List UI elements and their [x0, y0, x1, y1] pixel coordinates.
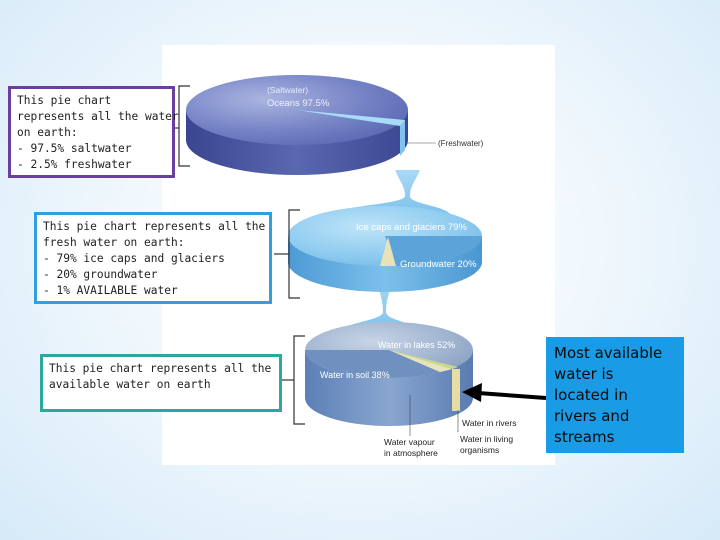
note-all-water-line: represents all the water [17, 110, 179, 123]
note-fresh-water-line: - 20% groundwater [43, 268, 158, 281]
note-all-water-line: This pie chart [17, 94, 112, 107]
note-available-water-line: available water on earth [49, 378, 211, 391]
top-pie-freshwater-slice [297, 110, 405, 126]
note-all-water-line: on earth: [17, 126, 78, 139]
note-all-water-line: - 97.5% saltwater [17, 142, 132, 155]
note-all-water: This pie chart represents all the water … [8, 86, 179, 178]
label-ice-caps: Ice caps and glaciers 79% [356, 222, 467, 233]
label-living-line2: organisms [460, 445, 499, 455]
callout-line: located in [554, 386, 628, 404]
label-groundwater: Groundwater 20% [400, 259, 477, 270]
label-saltwater-tag: (Saltwater) [267, 85, 308, 95]
pie-all-water [186, 75, 408, 175]
note-available-water-line: This pie chart represents all the [49, 362, 272, 375]
bottom-pie-vapour-slice [389, 350, 458, 369]
label-living-line1: Water in living [460, 434, 513, 444]
bracket-middle [274, 209, 300, 299]
label-oceans: Oceans 97.5% [267, 98, 330, 109]
label-vapour-line1: Water vapour [384, 437, 435, 447]
pie-available-water [305, 322, 473, 426]
callout-line: streams [554, 428, 615, 446]
label-rivers: Water in rivers [462, 418, 516, 428]
callout-line: water is [554, 365, 614, 383]
note-fresh-water-line: - 79% ice caps and glaciers [43, 252, 225, 265]
funnel-top-to-middle [330, 170, 450, 214]
bottom-pie-rivers-slice [389, 350, 452, 372]
note-all-water-line: - 2.5% freshwater [17, 158, 132, 171]
callout-rivers-streams: Most available water is located in river… [546, 337, 684, 453]
callout-line: Most available [554, 344, 663, 362]
note-fresh-water-line: This pie chart represents all the [43, 220, 266, 233]
label-lakes: Water in lakes 52% [378, 340, 455, 350]
label-freshwater-tag: (Freshwater) [438, 139, 484, 148]
note-fresh-water: This pie chart represents all the fresh … [34, 212, 272, 304]
pie-fresh-water [288, 206, 483, 292]
bottom-pie-soil-slice [305, 350, 440, 378]
note-fresh-water-line: fresh water on earth: [43, 236, 185, 249]
arrow-to-rivers [462, 383, 547, 402]
bracket-bottom [280, 335, 305, 425]
label-soil: Water in soil 38% [320, 370, 390, 380]
callout-line: rivers and [554, 407, 630, 425]
label-vapour-line2: in atmosphere [384, 448, 438, 458]
note-available-water: This pie chart represents all the availa… [40, 354, 282, 412]
note-fresh-water-line: - 1% AVAILABLE water [43, 284, 178, 297]
middle-pie-groundwater-slice [385, 236, 483, 266]
